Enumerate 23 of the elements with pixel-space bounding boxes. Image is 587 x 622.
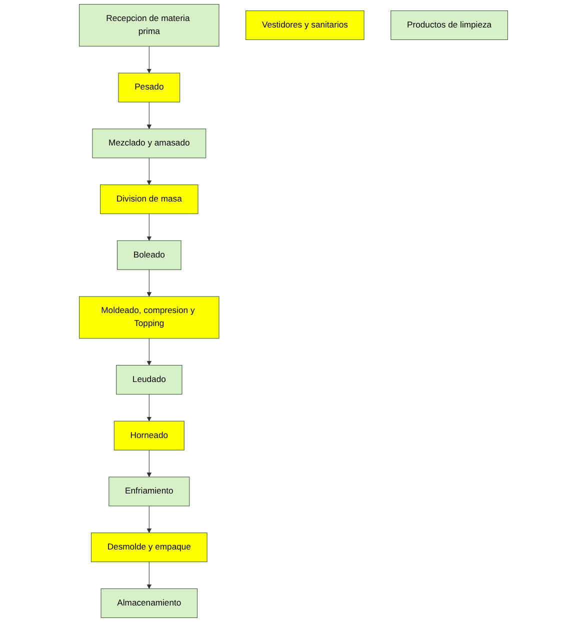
- arrow: [146, 269, 152, 297]
- node-box: Almacenamiento: [100, 588, 198, 618]
- node-box: Desmolde y empaque: [90, 532, 208, 562]
- node-box: Boleado: [117, 240, 182, 270]
- arrow: [146, 46, 152, 74]
- arrow: [146, 394, 152, 422]
- node-box: Horneado: [114, 420, 184, 450]
- node-box: Division de masa: [100, 184, 198, 214]
- node-box: Mezclado y amasado: [92, 128, 206, 158]
- node-box: Vestidores y sanitarios: [246, 10, 364, 40]
- arrow: [146, 506, 152, 534]
- node-box: Pesado: [118, 72, 180, 102]
- arrow: [146, 102, 152, 130]
- node-box: Leudado: [116, 364, 182, 395]
- node-box: Productos de limpieza: [390, 10, 508, 40]
- node-box: Moldeado, compresion y Topping: [79, 296, 220, 339]
- arrow: [146, 214, 152, 241]
- node-box: Recepcion de materia prima: [79, 4, 220, 46]
- node-box: Enfriamiento: [108, 476, 190, 506]
- arrow: [146, 562, 152, 589]
- arrow: [146, 338, 152, 366]
- arrow: [146, 450, 152, 478]
- arrow: [146, 158, 152, 185]
